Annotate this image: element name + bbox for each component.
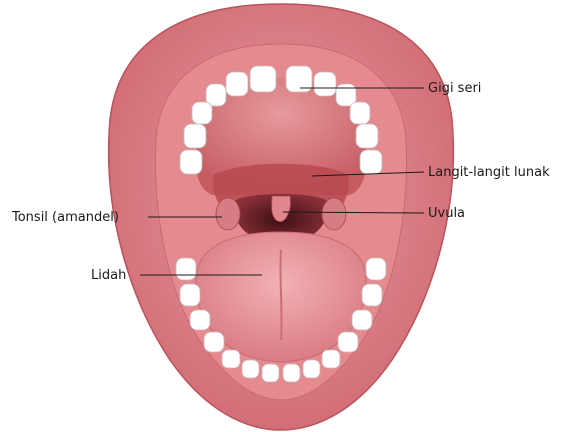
tooth	[350, 102, 370, 124]
label-langit-langit-lunak: Langit-langit lunak	[428, 165, 550, 180]
tongue-groove	[280, 250, 281, 340]
tooth	[322, 350, 340, 368]
tooth	[250, 66, 276, 92]
tooth	[362, 284, 382, 306]
tooth	[352, 310, 372, 330]
tooth	[180, 284, 200, 306]
tooth	[336, 84, 356, 106]
tooth	[303, 360, 320, 378]
tooth	[366, 258, 386, 280]
tooth	[222, 350, 240, 368]
tooth	[184, 124, 206, 148]
tooth	[360, 150, 382, 174]
label-gigi-seri: Gigi seri	[428, 81, 481, 96]
tooth	[338, 332, 358, 352]
tonsil-right	[322, 198, 346, 230]
tooth	[204, 332, 224, 352]
tonsil-left	[216, 198, 240, 230]
label-lidah: Lidah	[91, 268, 126, 283]
tooth	[314, 72, 336, 96]
tooth	[180, 150, 202, 174]
label-tonsil: Tonsil (amandel)	[12, 210, 119, 225]
tooth	[283, 364, 300, 382]
tooth	[192, 102, 212, 124]
tooth	[226, 72, 248, 96]
tooth	[242, 360, 259, 378]
tooth	[262, 364, 279, 382]
tooth	[356, 124, 378, 148]
label-uvula: Uvula	[428, 206, 465, 221]
tooth	[176, 258, 196, 280]
tooth	[190, 310, 210, 330]
tooth	[206, 84, 226, 106]
